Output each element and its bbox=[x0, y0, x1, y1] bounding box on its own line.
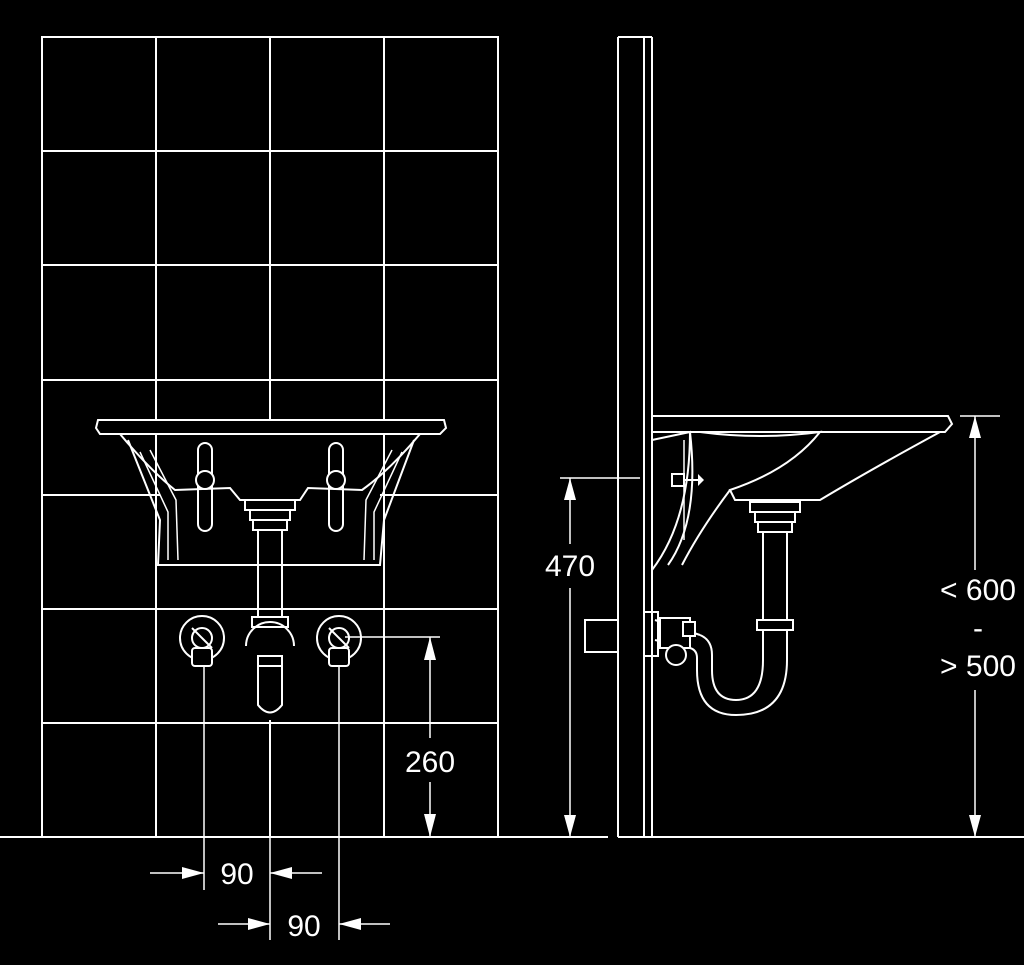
rim-height-separator-label: - bbox=[973, 612, 983, 645]
rim-height-min-label: > 500 bbox=[940, 650, 1016, 683]
washbasin-side bbox=[651, 415, 954, 571]
dimension-260: 260 bbox=[345, 636, 465, 837]
rim-height-max-label: < 600 bbox=[940, 574, 1016, 607]
side-view: 470 < 600 - > 500 bbox=[540, 36, 1024, 838]
wall-section bbox=[617, 36, 653, 838]
waste-pipe-front bbox=[244, 499, 296, 714]
angle-valve-right bbox=[316, 615, 362, 667]
drain-offset-left-label: 90 bbox=[220, 858, 253, 891]
dimension-90-left: 90 bbox=[150, 666, 322, 891]
dimension-470: 470 bbox=[540, 477, 640, 838]
washbasin-front bbox=[94, 419, 448, 566]
drain-offset-right-label: 90 bbox=[287, 910, 320, 943]
tap-height-label: 260 bbox=[405, 746, 455, 779]
dimension-rim-height: < 600 - > 500 bbox=[935, 415, 1023, 837]
angle-valve-left bbox=[179, 615, 225, 667]
dimension-90-right: 90 bbox=[218, 666, 390, 943]
front-view: 260 90 90 bbox=[0, 36, 608, 943]
wall-outlet-height-label: 470 bbox=[545, 550, 595, 583]
trap-side bbox=[584, 501, 801, 717]
